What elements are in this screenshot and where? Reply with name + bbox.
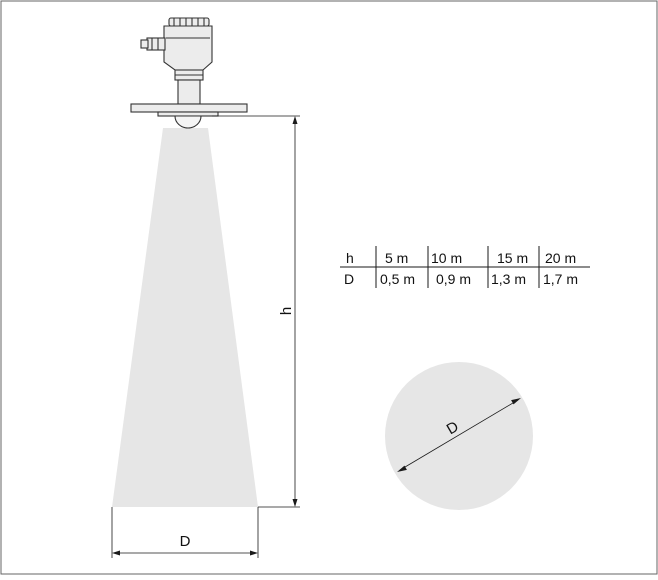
- table-header-h: h: [346, 250, 354, 266]
- radar-sensor-icon: [130, 17, 248, 129]
- height-dimension: [292, 116, 298, 507]
- table-cell: 15 m: [497, 250, 528, 266]
- beam-footprint-circle: [385, 362, 533, 510]
- diameter-dimension: [111, 507, 259, 558]
- height-label: h: [278, 307, 295, 315]
- circle-diameter-line: [397, 398, 521, 472]
- table-cell: 0,9 m: [436, 271, 471, 287]
- table-cell: 5 m: [385, 250, 408, 266]
- table-cell: 20 m: [545, 250, 576, 266]
- table-cell: 0,5 m: [380, 271, 415, 287]
- diameter-label: D: [180, 533, 191, 550]
- table-header-d: D: [344, 271, 354, 287]
- table-cell: 1,7 m: [543, 271, 578, 287]
- table-cell: 10 m: [431, 250, 462, 266]
- radar-beam-cone: [112, 128, 258, 507]
- table-cell: 1,3 m: [491, 271, 526, 287]
- beam-diameter-table: h 5 m 10 m 15 m 20 m D 0,5 m 0,9 m 1,3 m…: [340, 246, 590, 288]
